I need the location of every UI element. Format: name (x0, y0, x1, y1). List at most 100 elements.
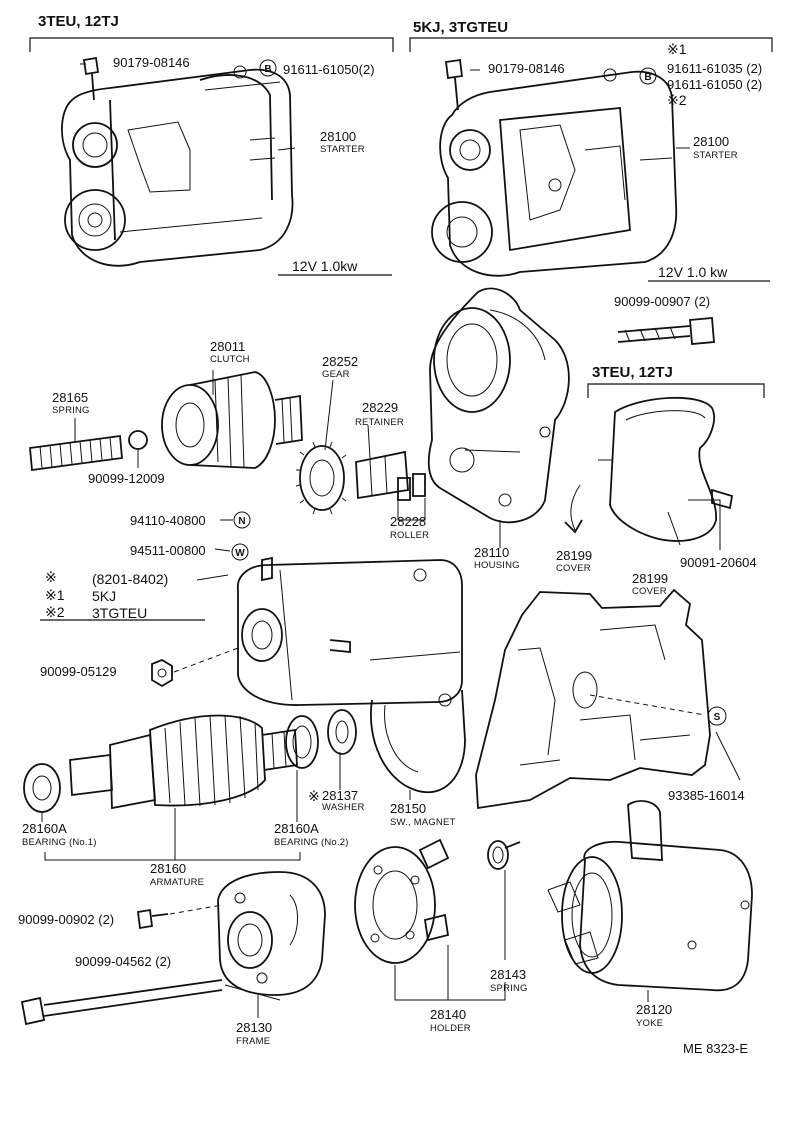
bearing-no1-drawing (24, 764, 60, 812)
part-28110: 28110 (474, 545, 510, 560)
part-90179-left: 90179-08146 (113, 55, 190, 70)
part-28100-right: 28100 (693, 134, 730, 149)
bolt-90099-04562-drawing (22, 980, 222, 1024)
part-28160a-no2: 28160A (274, 821, 319, 836)
name-starter-right: STARTER (693, 150, 738, 161)
washer-28137-drawing (328, 710, 356, 754)
part-28143: 28143 (490, 967, 527, 982)
part-91611-right-1: 91611-61035 (2) (667, 61, 763, 76)
part-94110: 94110-40800 (130, 513, 206, 528)
group-bracket-mid-right (588, 384, 764, 398)
clutch-28011-drawing (162, 372, 302, 468)
part-28252: 28252 (322, 354, 359, 369)
circled-marker-b-right: B (640, 68, 656, 84)
holder-28140-drawing (355, 840, 448, 963)
group-header-mid-right: 3TEU, 12TJ (592, 364, 673, 381)
legend-row2-text: 3TGTEU (92, 605, 148, 621)
name-frame: FRAME (236, 1036, 271, 1047)
group-bracket-top-right (410, 38, 772, 52)
circled-marker-b-left: B (260, 60, 276, 76)
part-28165: 28165 (52, 390, 89, 405)
name-housing: HOUSING (474, 560, 520, 571)
leader-nut (174, 648, 238, 672)
roller-28228-drawing (398, 474, 425, 500)
part-28011: 28011 (210, 339, 246, 354)
svg-text:W: W (235, 548, 245, 559)
name-spring-28165: SPRING (52, 405, 90, 416)
starter-assembly-left-drawing (62, 58, 293, 266)
part-90099-12009: 90099-12009 (88, 471, 165, 486)
marker-r2-top: ※2 (667, 92, 687, 108)
part-28229: 28229 (362, 400, 399, 415)
retainer-28229-drawing (356, 452, 408, 498)
ball-90099-12009-drawing (129, 431, 147, 449)
svg-text:N: N (238, 516, 245, 527)
name-bearing-no1: BEARING (No.1) (22, 837, 97, 848)
part-28228: 28228 (390, 514, 427, 529)
armature-28160-drawing (70, 715, 297, 808)
group-header-top-left: 3TEU, 12TJ (38, 13, 119, 30)
part-28140: 28140 (430, 1007, 467, 1022)
name-holder: HOLDER (430, 1023, 471, 1034)
screw-90099-00902-drawing (138, 910, 168, 928)
name-starter-left: STARTER (320, 144, 365, 155)
spec-right: 12V 1.0 kw (658, 264, 728, 280)
frame-28130-drawing (218, 872, 325, 1000)
spec-left: 12V 1.0kw (292, 258, 358, 274)
svg-text:S: S (714, 712, 721, 723)
name-washer: WASHER (322, 802, 365, 813)
group-header-top-right: 5KJ, 3TGTEU (413, 19, 509, 36)
part-28100-left: 28100 (320, 129, 357, 144)
part-28130: 28130 (236, 1020, 273, 1035)
name-cover-small: COVER (632, 586, 667, 597)
part-94511: 94511-00800 (130, 543, 206, 558)
magnetic-switch-28150-drawing (238, 558, 465, 792)
circled-marker-n: N (234, 512, 250, 528)
marker-r1-top: ※1 (667, 41, 687, 57)
part-91611-right-2: 91611-61050 (2) (667, 77, 763, 92)
name-spring-28143: SPRING (490, 983, 528, 994)
name-cover-large: COVER (556, 563, 591, 574)
name-retainer: RETAINER (355, 417, 404, 428)
svg-text:B: B (644, 72, 651, 83)
part-28150: 28150 (390, 801, 427, 816)
name-yoke: YOKE (636, 1018, 664, 1029)
leader-93385 (590, 695, 705, 715)
name-roller: ROLLER (390, 530, 430, 541)
part-28160: 28160 (150, 861, 187, 876)
circled-marker-w: W (232, 544, 248, 560)
part-90099-04562: 90099-04562 (2) (75, 954, 172, 969)
part-90099-00902: 90099-00902 (2) (18, 912, 115, 927)
name-armature: ARMATURE (150, 877, 205, 888)
cover-28199-large-drawing (476, 590, 710, 808)
legend-row1-text: 5KJ (92, 588, 117, 604)
housing-28110-drawing (429, 288, 569, 522)
nut-90099-05129-drawing (152, 660, 172, 686)
name-gear: GEAR (322, 369, 350, 380)
bolt-90099-00907-drawing (618, 318, 714, 344)
part-90091: 90091-20604 (680, 555, 757, 570)
cover-28199-small-drawing (565, 398, 732, 541)
part-28160a-no1: 28160A (22, 821, 67, 836)
name-sw-magnet: SW., MAGNET (390, 817, 456, 828)
diagram-code: ME 8323-E (683, 1041, 749, 1056)
starter-assembly-right-drawing (432, 60, 676, 276)
legend-row0-text: (8201-8402) (92, 571, 169, 587)
leader-screw (170, 905, 222, 914)
group-bracket-top-left (30, 38, 393, 52)
legend-row2-mark: ※2 (45, 604, 65, 620)
part-91611-left: 91611-61050(2) (283, 62, 375, 77)
spring-28165-drawing (30, 436, 122, 470)
part-90179-right: 90179-08146 (488, 61, 565, 76)
part-28199-large: 28199 (556, 548, 593, 563)
spring-28143-drawing (488, 841, 520, 869)
part-90099-00907: 90099-00907 (2) (614, 294, 711, 309)
gear-28252-drawing (296, 442, 346, 514)
part-28137: 28137 (322, 788, 359, 803)
name-bearing-no2: BEARING (No.2) (274, 837, 349, 848)
bearing-no2-drawing (286, 716, 318, 768)
part-90099-05129: 90099-05129 (40, 664, 117, 679)
name-clutch: CLUTCH (210, 354, 250, 365)
